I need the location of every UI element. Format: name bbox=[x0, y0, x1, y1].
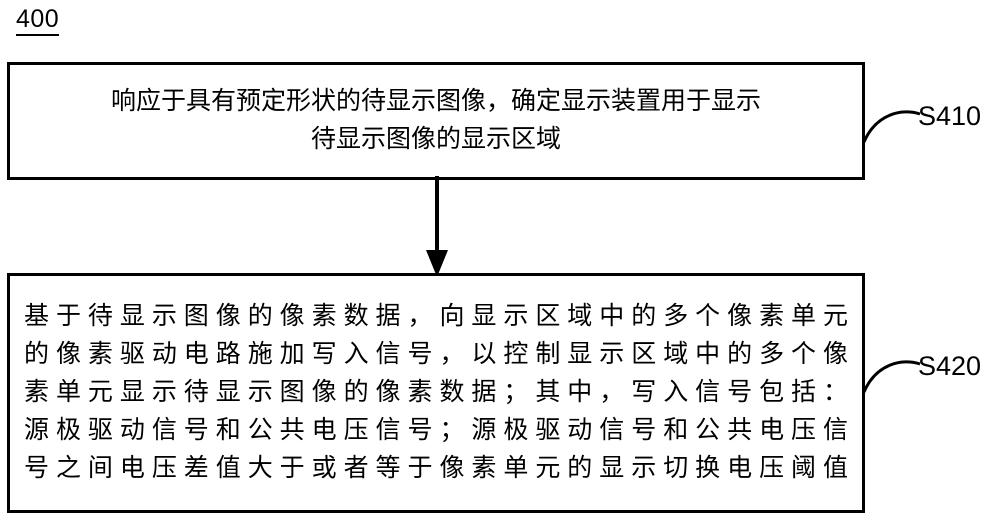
step-box-s420-line-4: 源极驱动信号和公共电压信号；源极驱动信号和公共电压信 bbox=[24, 417, 848, 444]
step-box-s420-line-1: 基于待显示图像的像素数据，向显示区域中的多个像素单元 bbox=[24, 303, 848, 330]
step-box-s420-line-3: 素单元显示待显示图像的像素数据；其中，写入信号包括： bbox=[24, 379, 848, 406]
leader-line-icon bbox=[862, 344, 924, 400]
leader-line-icon bbox=[862, 94, 924, 150]
step-box-s410-line-1: 响应于具有预定形状的待显示图像，确定显示装置用于显示 bbox=[110, 88, 761, 115]
step-box-s410-line-2: 待显示图像的显示区域 bbox=[310, 126, 561, 153]
flowchart-step-box-s410: 响应于具有预定形状的待显示图像，确定显示装置用于显示 待显示图像的显示区域 bbox=[7, 62, 865, 180]
step-reference-s420-text: S420 bbox=[918, 351, 982, 381]
step-box-s420-line-5: 号之间电压差值大于或者等于像素单元的显示切换电压阈值 bbox=[24, 455, 848, 482]
step-box-s420-line-2: 的像素驱动电路施加写入信号，以控制显示区域中的多个像 bbox=[24, 341, 848, 368]
down-arrow-icon bbox=[400, 176, 480, 278]
flowchart-step-box-s420: 基于待显示图像的像素数据，向显示区域中的多个像素单元 的像素驱动电路施加写入信号… bbox=[7, 273, 865, 513]
figure-number-label: 400 bbox=[16, 5, 60, 36]
step-reference-s410-text: S410 bbox=[918, 101, 982, 131]
step-reference-s420: S420 bbox=[862, 344, 998, 400]
step-reference-s410: S410 bbox=[862, 94, 998, 150]
